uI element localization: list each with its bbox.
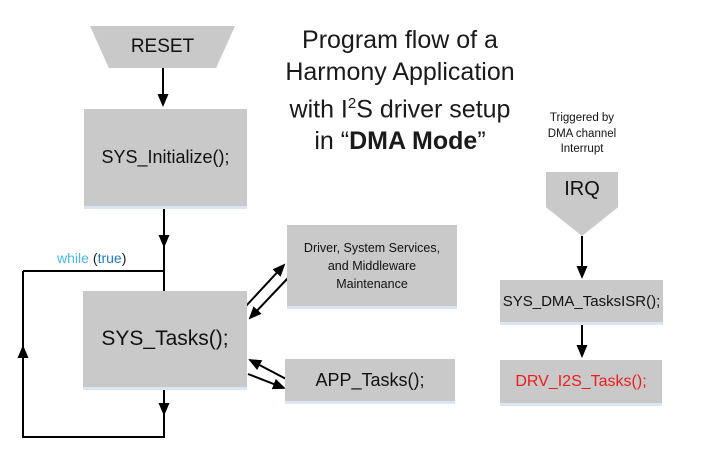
flow-node-drv-i2s-tasks: DRV_I2S_Tasks(); (500, 360, 662, 403)
flow-node-app-tasks: APP_Tasks(); (285, 359, 455, 401)
drv-i2s-tasks-label: DRV_I2S_Tasks(); (515, 372, 647, 390)
title-line-2: Harmony Application (285, 58, 515, 86)
open-paren: ( (92, 250, 98, 266)
superscript-2: 2 (347, 95, 357, 112)
true-keyword: true (97, 250, 122, 266)
trigger-note: Triggered by DMA channel Interrupt (547, 112, 617, 155)
flow-node-sys-dma-tasks-isr: SYS_DMA_TasksISR(); (500, 280, 663, 322)
arrow-systasks-to-apptasks (247, 373, 286, 390)
diagram-title: Program flow of a Harmony Application wi… (245, 24, 555, 157)
title-dma-mode: DMA Mode (349, 127, 478, 156)
while-true-label: while(true) (57, 250, 126, 266)
flow-node-driver-services: Driver, System Services, and Middleware … (287, 225, 457, 306)
sys-dma-tasks-isr-label: SYS_DMA_TasksISR(); (502, 292, 661, 310)
flow-node-sys-initialize: SYS_Initialize(); (84, 109, 247, 206)
app-tasks-label: APP_Tasks(); (315, 369, 425, 390)
while-keyword: while (57, 250, 89, 266)
driver-box-text: Driver, System Services, and Middleware … (303, 240, 441, 291)
title-line-3: with I2S driver setup (289, 95, 511, 124)
arrow-apptasks-to-systasks (248, 359, 289, 381)
arrow-driverbox-to-systasks (248, 277, 289, 320)
irq-label: IRQ (564, 178, 600, 200)
flow-node-reset: RESET (90, 26, 235, 68)
title-line-1: Program flow of a (302, 26, 498, 54)
reset-label: RESET (130, 36, 195, 57)
sys-tasks-label: SYS_Tasks(); (101, 327, 229, 350)
sys-initialize-label: SYS_Initialize(); (101, 147, 230, 167)
title-line-4: in “DMA Mode” (314, 127, 486, 156)
close-paren: ) (121, 250, 127, 266)
arrow-systasks-to-driverbox (245, 263, 286, 307)
flow-node-sys-tasks: SYS_Tasks(); (83, 291, 247, 387)
